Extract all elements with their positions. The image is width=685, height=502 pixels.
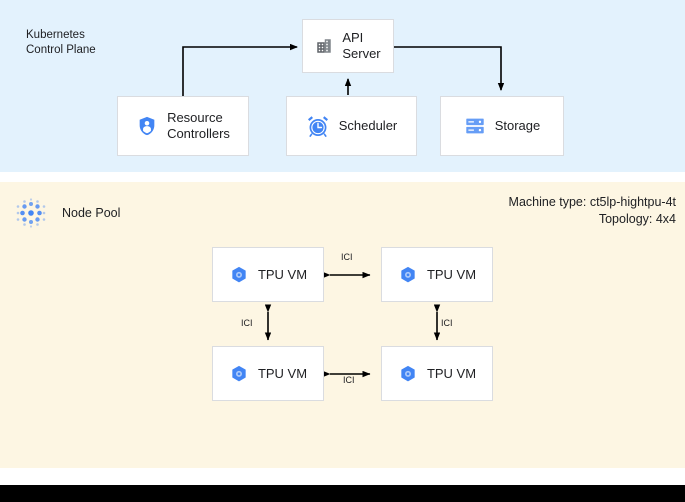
node-label-tpu-vm-1: TPU VM xyxy=(257,266,308,282)
ici-label-left: ICI xyxy=(241,318,253,328)
api-server-icon xyxy=(317,39,332,53)
control-plane-title: Kubernetes Control Plane xyxy=(26,29,96,56)
node-label-tpu-vm-4: TPU VM xyxy=(426,365,477,381)
ici-label-top: ICI xyxy=(341,252,353,262)
node-pool-header: Node Pool xyxy=(14,196,120,230)
node-label-resource-controllers: Resource Controllers xyxy=(167,110,230,141)
node-label-storage: Storage xyxy=(494,118,541,133)
node-box-tpu-vm-3[interactable]: TPU VM xyxy=(212,346,324,401)
node-box-scheduler[interactable]: Scheduler xyxy=(286,96,417,156)
node-box-tpu-vm-2[interactable]: TPU VM xyxy=(381,247,493,302)
node-box-tpu-vm-1[interactable]: TPU VM xyxy=(212,247,324,302)
node-pool-dots-icon xyxy=(16,198,46,228)
storage-server-icon xyxy=(466,118,484,134)
machine-info: Machine type: ct5lp-hightpu-4t Topology:… xyxy=(509,194,676,228)
node-pool-panel xyxy=(0,182,685,468)
node-pool-label: Node Pool xyxy=(62,206,121,220)
tpu-hex-icon xyxy=(401,365,415,381)
ici-label-right: ICI xyxy=(441,318,453,328)
machine-type-text: Machine type: ct5lp-hightpu-4t xyxy=(508,195,676,209)
node-box-storage[interactable]: Storage xyxy=(440,96,564,156)
topology-text: Topology: 4x4 xyxy=(598,212,676,226)
node-box-resource-controllers[interactable]: Resource Controllers xyxy=(117,96,249,156)
node-label-api-server: API Server xyxy=(342,30,381,61)
bottom-bar xyxy=(0,485,685,502)
shield-user-icon xyxy=(139,116,155,136)
alarm-clock-icon xyxy=(307,116,328,137)
node-label-tpu-vm-3: TPU VM xyxy=(257,365,308,381)
node-label-tpu-vm-2: TPU VM xyxy=(426,266,477,282)
node-box-tpu-vm-4[interactable]: TPU VM xyxy=(381,346,493,401)
node-box-api-server[interactable]: API Server xyxy=(302,19,394,73)
tpu-hex-icon xyxy=(232,266,246,282)
tpu-hex-icon xyxy=(232,365,246,381)
tpu-hex-icon xyxy=(401,266,415,282)
ici-label-bottom: ICI xyxy=(343,375,355,385)
node-label-scheduler: Scheduler xyxy=(338,118,398,133)
